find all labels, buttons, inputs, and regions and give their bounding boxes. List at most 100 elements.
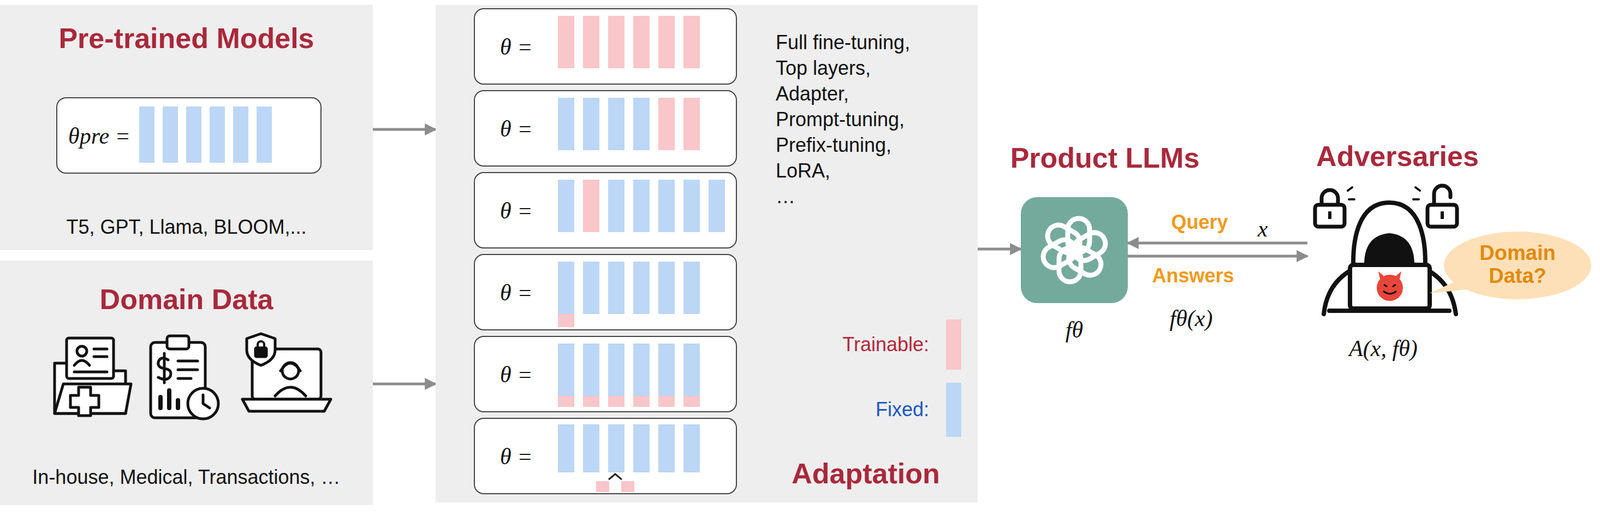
art-part [633, 15, 650, 69]
hacker-icon [1307, 182, 1466, 328]
art-part [557, 424, 700, 473]
art-part [1315, 185, 1457, 227]
art-part [583, 343, 600, 396]
math-label-slot: fθ [1020, 316, 1128, 344]
math-label: θ = [500, 442, 533, 471]
art-part [557, 261, 700, 314]
art-part [633, 395, 650, 407]
art-part [177, 360, 198, 379]
art-part [658, 15, 675, 69]
math-label: θ = [500, 115, 533, 143]
edge-label-slot: Answers [1138, 263, 1248, 288]
method-list-slot: Full fine-tuning, Top layers, Adapter, P… [775, 29, 975, 210]
math-label-slot: θ = [500, 115, 533, 143]
caption-slot: T5, GPT, Llama, BLOOM,... [0, 215, 373, 239]
math-label: θ = [500, 33, 533, 61]
art-part [708, 179, 725, 233]
art-part [683, 343, 700, 396]
art-part [1039, 218, 1110, 282]
art-part [139, 106, 155, 163]
math-label-slot: θ = [500, 278, 533, 307]
panel-title-slot: Pre-trained Models [0, 21, 373, 56]
art-part [203, 394, 210, 408]
art-part [255, 347, 267, 357]
legend-label: Fixed: [765, 397, 930, 421]
art-part [167, 335, 189, 349]
art-part [633, 343, 650, 396]
art-part [160, 390, 178, 408]
art-part [608, 97, 625, 151]
math-label-slot: A(x, fθ) [1274, 334, 1493, 362]
parameter-box: θ = [473, 417, 737, 495]
llm-logo [1020, 197, 1128, 303]
edge-label: Answers [1138, 263, 1248, 288]
math-label: θ = [500, 278, 533, 307]
art-part [557, 313, 575, 327]
parameter-box: θpre = [56, 97, 322, 174]
art-part [596, 480, 610, 492]
domain-icons [43, 331, 333, 425]
art-part [557, 179, 725, 233]
parameter-box: θ = [473, 253, 737, 331]
art-part [633, 179, 650, 233]
bubble-text: Domain Data? [1462, 241, 1573, 288]
art-part [1349, 264, 1430, 309]
math-label: θ = [500, 197, 533, 225]
art-part [233, 106, 249, 163]
bubble-text-slot: Domain Data? [1462, 241, 1573, 288]
math-label-slot: θ = [500, 33, 533, 61]
arrow-connector [1127, 254, 1308, 258]
art-part [658, 261, 675, 314]
art-part [658, 395, 675, 407]
art-part [583, 179, 600, 233]
art-part [1378, 271, 1385, 279]
art-part [557, 343, 575, 396]
arrow-connector [372, 382, 436, 386]
legend-label-slot: Fixed: [765, 397, 930, 421]
art-part [209, 106, 225, 163]
art-part [596, 480, 635, 492]
math-label-slot: θ = [500, 442, 533, 471]
art-part [557, 395, 575, 407]
panel: Full fine-tuning, Top layers, Adapter, P… [435, 4, 978, 503]
math-label-slot: θpre = [68, 122, 131, 150]
caption: T5, GPT, Llama, BLOOM,... [0, 215, 373, 239]
math-label-slot: θ = [500, 360, 533, 389]
panel-title: Pre-trained Models [0, 21, 373, 56]
method-list: Full fine-tuning, Top layers, Adapter, P… [775, 29, 975, 210]
art-part [557, 15, 700, 69]
art-part [583, 261, 600, 314]
edge-label: Query [1145, 210, 1255, 234]
art-part [76, 346, 87, 356]
section-title: Adversaries [1288, 139, 1507, 174]
caption-slot: In-house, Medical, Transactions, … [0, 465, 373, 489]
art-part [557, 261, 575, 314]
art-part [608, 395, 625, 407]
art-part [683, 395, 700, 407]
art-part [1328, 211, 1332, 219]
art-part [583, 97, 600, 151]
art-part [557, 343, 700, 396]
legend-swatch [946, 319, 962, 370]
art-part [683, 97, 700, 151]
art-part [186, 106, 202, 163]
math-label-slot: θ = [500, 197, 533, 225]
art-part [658, 343, 675, 396]
section-title: Product LLMs [966, 140, 1244, 175]
art-part [633, 261, 650, 314]
math-label: A(x, fθ) [1274, 334, 1493, 362]
parameter-box: θ = [473, 8, 737, 85]
math-label: fθ(x) [1136, 304, 1246, 332]
art-part [608, 179, 625, 233]
panel: Pre-trained ModelsT5, GPT, Llama, BLOOM,… [0, 4, 373, 251]
math-label: θ = [500, 360, 533, 389]
art-part [658, 97, 675, 151]
art-part [557, 179, 575, 233]
art-part [683, 424, 700, 473]
art-part [557, 97, 575, 151]
arrow-connector [1127, 241, 1308, 245]
math-label-slot: fθ(x) [1136, 304, 1246, 332]
art-part [1043, 221, 1085, 258]
art-part [1329, 308, 1450, 313]
